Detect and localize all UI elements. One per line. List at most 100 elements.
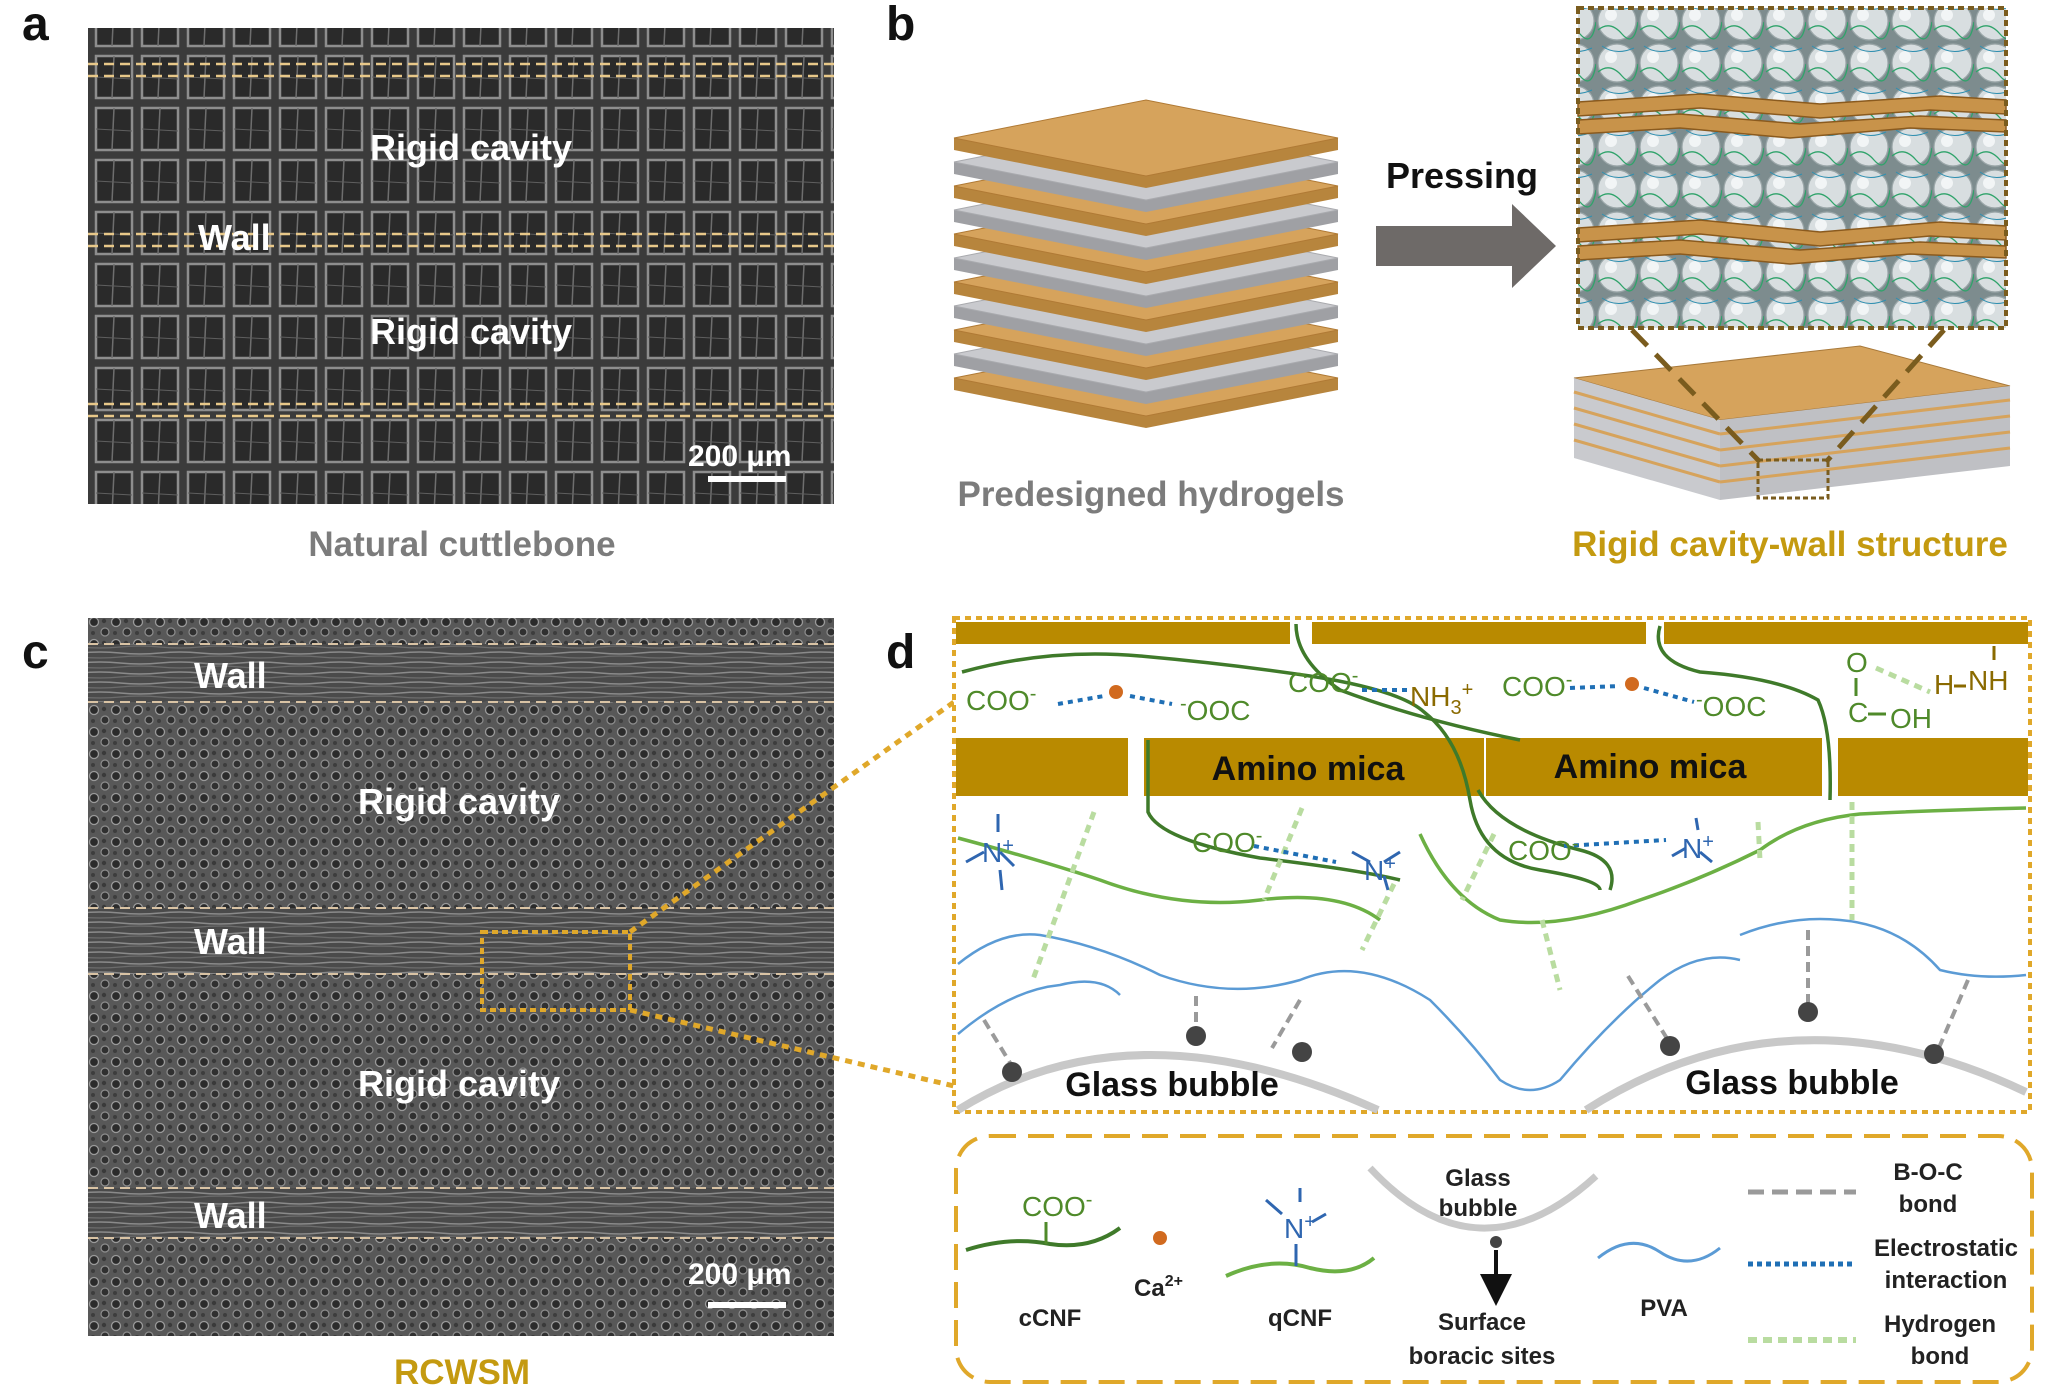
caption-rigid-cavity-wall-structure: Rigid cavity-wall structure: [1572, 525, 2008, 564]
scale-bar: [708, 476, 786, 482]
pva-chains: [957, 917, 2027, 1092]
wall-band-lines: [88, 62, 834, 418]
legend: COO- cCNF Ca2+ N+ qCNF Glass bubble Surf…: [965, 1159, 2018, 1370]
svg-text:COO-: COO-: [1508, 833, 1578, 866]
glass-bubble-arc-right: [1583, 1036, 2028, 1114]
label-amino-mica-right: Amino mica: [1554, 748, 1748, 786]
hydrogel-layer-side: [954, 330, 1338, 380]
caption-rcwsm: RCWSM: [394, 1353, 530, 1392]
zoom-line-c-d-top: [628, 699, 956, 935]
electrostatic-lines: [1057, 684, 1695, 864]
hydrogel-layer-side: [954, 306, 1338, 356]
legend-pva-label: PVA: [1640, 1295, 1688, 1322]
svg-text:C: C: [1848, 697, 1868, 728]
hydrogel-layer-side: [954, 258, 1338, 308]
hydrogel-layer-side: [954, 186, 1338, 236]
scale-bar-label-c: 200 μm: [688, 1258, 791, 1291]
wall-band-3: [88, 1188, 834, 1238]
boracic-site-dots: [1002, 1002, 1944, 1082]
wall-band-2: [88, 908, 834, 974]
mica-plates: [956, 622, 2028, 796]
panel-c: Wall Rigid cavity Wall Rigid cavity Wall…: [88, 618, 834, 1392]
svg-text:H: H: [1934, 669, 1954, 700]
legend-boracic-dot: [1490, 1236, 1502, 1248]
legend-boc-line2: bond: [1899, 1191, 1958, 1218]
zoom-line-right: [1824, 328, 1946, 464]
hydrogel-layer-side: [954, 378, 1338, 428]
svg-text:-OOC: -OOC: [1180, 693, 1250, 726]
panel-label-d: d: [886, 626, 915, 679]
panel-label-a: a: [22, 0, 49, 51]
panel-a: Rigid cavity Wall Rigid cavity 200 μm Na…: [88, 28, 834, 564]
svg-text:O: O: [1846, 647, 1868, 678]
legend-hbond-line2: bond: [1911, 1343, 1970, 1370]
legend-glass-bubble-arc: [1367, 1165, 1599, 1232]
legend-glass-bubble-line2: bubble: [1439, 1195, 1518, 1222]
legend-electrostatic-line1: Electrostatic: [1874, 1235, 2018, 1262]
ccnf-chains: [961, 623, 1832, 891]
label-glass-bubble-left: Glass bubble: [1065, 1066, 1279, 1104]
label-rigid-cavity-1: Rigid cavity: [358, 781, 560, 822]
caption-natural-cuttlebone: Natural cuttlebone: [308, 525, 615, 564]
svg-text:COO-: COO-: [1288, 665, 1358, 698]
zoom-line-c-d-bottom: [629, 1007, 955, 1089]
ca-ion-2: [1625, 677, 1639, 691]
zoom-source-box: [1756, 458, 1830, 500]
hydrogel-layer-side: [954, 234, 1338, 284]
ca-ion-1: [1109, 685, 1123, 699]
scale-bar-label: 200 μm: [688, 440, 791, 473]
panel-d: Amino mica Amino mica: [952, 616, 2034, 1384]
legend-ccnf-group: COO-: [1022, 1189, 1092, 1222]
panel-label-c: c: [22, 626, 49, 679]
legend-ccnf-chain: [965, 1226, 1122, 1252]
legend-ccnf-label: cCNF: [1019, 1305, 1082, 1332]
legend-surface-line2: boracic sites: [1409, 1343, 1556, 1370]
legend-boc-line1: B-O-C: [1893, 1159, 1962, 1186]
hydrogel-stack: [953, 99, 1339, 428]
hydrogel-layer-top: [953, 99, 1339, 177]
svg-text:NH: NH: [1968, 665, 2008, 696]
ammonium-group: NH3+: [1410, 679, 1473, 719]
zoom-line-left: [1630, 328, 1762, 464]
n-plus-2: N+: [1364, 853, 1396, 886]
label-amino-mica-left: Amino mica: [1212, 750, 1406, 788]
quaternary-ammonium-groups: [965, 814, 1713, 891]
wall-band-1: [88, 644, 834, 702]
label-wall: Wall: [198, 217, 271, 258]
zoom-source-box-c: [480, 930, 632, 1012]
panel-label-b: b: [886, 0, 915, 51]
svg-text:OH: OH: [1890, 703, 1932, 734]
hydrogel-layer-side: [954, 138, 1338, 188]
pressing-arrow: [1376, 204, 1556, 288]
rigid-structure-block: [1573, 345, 2011, 500]
sem-image-cuttlebone: [88, 28, 834, 504]
label-pressing: Pressing: [1386, 155, 1538, 196]
legend-ca-label: Ca2+: [1134, 1273, 1183, 1302]
legend-qcnf-chain: [1225, 1256, 1376, 1278]
label-rigid-cavity-top: Rigid cavity: [370, 127, 572, 168]
legend-qcnf-label: qCNF: [1268, 1305, 1332, 1332]
hydrogel-layer-side: [954, 210, 1338, 260]
label-wall-1: Wall: [194, 655, 267, 696]
legend-qcnf-group: N+: [1284, 1211, 1316, 1244]
svg-text:-OOC: -OOC: [1696, 689, 1766, 722]
label-wall-2: Wall: [194, 921, 267, 962]
zoom-microstructure: [1578, 8, 2006, 328]
mica-flake-layers: [1577, 93, 2007, 265]
qcnf-chains: [957, 806, 2027, 925]
label-glass-bubble-right: Glass bubble: [1685, 1064, 1899, 1102]
zoom-frame: [1576, 6, 2008, 330]
svg-text:COO-: COO-: [1192, 825, 1262, 858]
carboxylic-acid-group: O C OH: [1846, 647, 1932, 734]
label-rigid-cavity-bottom: Rigid cavity: [370, 311, 572, 352]
hydrogel-layer-side: [954, 282, 1338, 332]
svg-text:COO-: COO-: [966, 683, 1036, 716]
hydrogel-layer-side: [954, 354, 1338, 404]
legend-hbond-line1: Hydrogen: [1884, 1311, 1996, 1338]
label-wall-3: Wall: [194, 1195, 267, 1236]
legend-surface-line1: Surface: [1438, 1309, 1526, 1336]
carboxylate-groups: COO- -OOC COO- COO- -OOC COO- COO-: [966, 665, 1766, 866]
label-rigid-cavity-2: Rigid cavity: [358, 1063, 560, 1104]
scale-bar-c: [708, 1302, 786, 1308]
